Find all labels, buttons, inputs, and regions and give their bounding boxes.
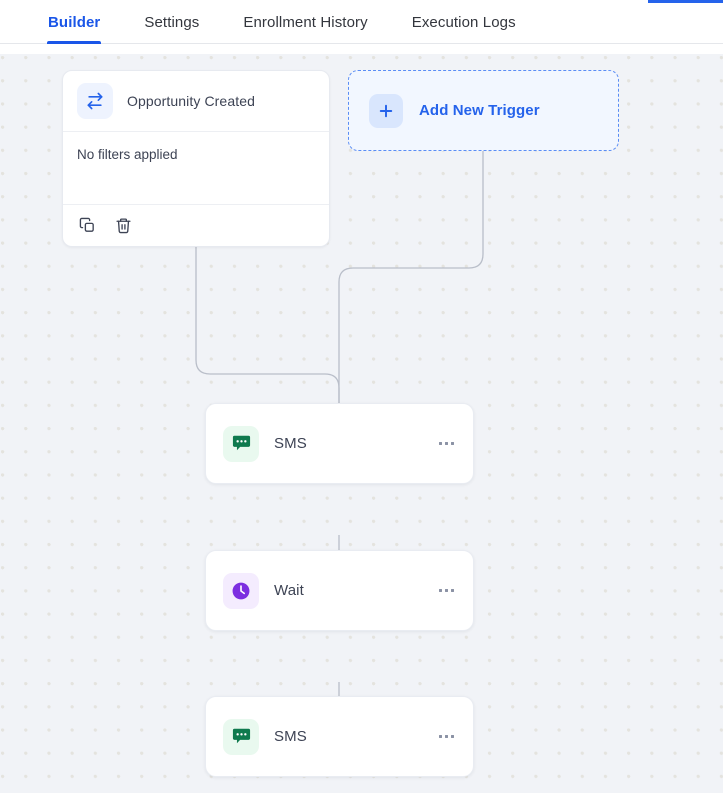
- trigger-card-filters-text: No filters applied: [77, 147, 178, 162]
- tab-settings[interactable]: Settings: [144, 0, 199, 44]
- add-new-trigger-button[interactable]: Add New Trigger: [348, 70, 619, 151]
- tab-settings-label: Settings: [144, 13, 200, 31]
- node-sms-2[interactable]: SMS: [205, 696, 474, 777]
- node-sms-2-label: SMS: [274, 728, 307, 745]
- duplicate-icon[interactable]: [77, 215, 97, 235]
- exchange-arrows-icon: [77, 83, 113, 119]
- edge-trigger-to-trunk: [195, 233, 340, 408]
- add-new-trigger-label: Add New Trigger: [419, 102, 540, 119]
- workflow-canvas[interactable]: Opportunity Created No filters applied: [0, 54, 723, 793]
- horizontal-scrollbar[interactable]: [648, 0, 723, 3]
- tab-execution-logs-label: Execution Logs: [411, 13, 516, 31]
- trash-icon[interactable]: [113, 215, 133, 235]
- clock-icon: [223, 572, 259, 609]
- node-sms-1-label: SMS: [274, 435, 307, 452]
- trigger-card-title: Opportunity Created: [127, 93, 255, 109]
- trigger-card-filters: No filters applied: [63, 132, 329, 205]
- edge-add-trigger-to-trunk: [338, 151, 484, 408]
- plus-icon: [369, 93, 403, 128]
- sms-chat-icon: [223, 718, 259, 755]
- sms-chat-icon: [223, 425, 259, 462]
- tab-enrollment-history[interactable]: Enrollment History: [243, 0, 367, 44]
- more-options-icon[interactable]: [435, 726, 457, 748]
- tab-builder-label: Builder: [48, 13, 101, 31]
- tab-builder[interactable]: Builder: [46, 0, 102, 44]
- tab-execution-logs[interactable]: Execution Logs: [412, 0, 516, 44]
- trigger-card-header: Opportunity Created: [63, 71, 329, 132]
- node-wait[interactable]: Wait: [205, 550, 474, 631]
- node-wait-label: Wait: [274, 582, 304, 599]
- trigger-card-opportunity-created[interactable]: Opportunity Created No filters applied: [62, 70, 330, 247]
- more-options-icon[interactable]: [435, 580, 457, 602]
- tab-list: Builder Settings Enrollment History Exec…: [46, 0, 560, 44]
- node-sms-1[interactable]: SMS: [205, 403, 474, 484]
- trigger-card-footer: [63, 205, 329, 246]
- tab-bar: Builder Settings Enrollment History Exec…: [0, 0, 723, 44]
- tab-enrollment-history-label: Enrollment History: [243, 13, 368, 31]
- more-options-icon[interactable]: [435, 433, 457, 455]
